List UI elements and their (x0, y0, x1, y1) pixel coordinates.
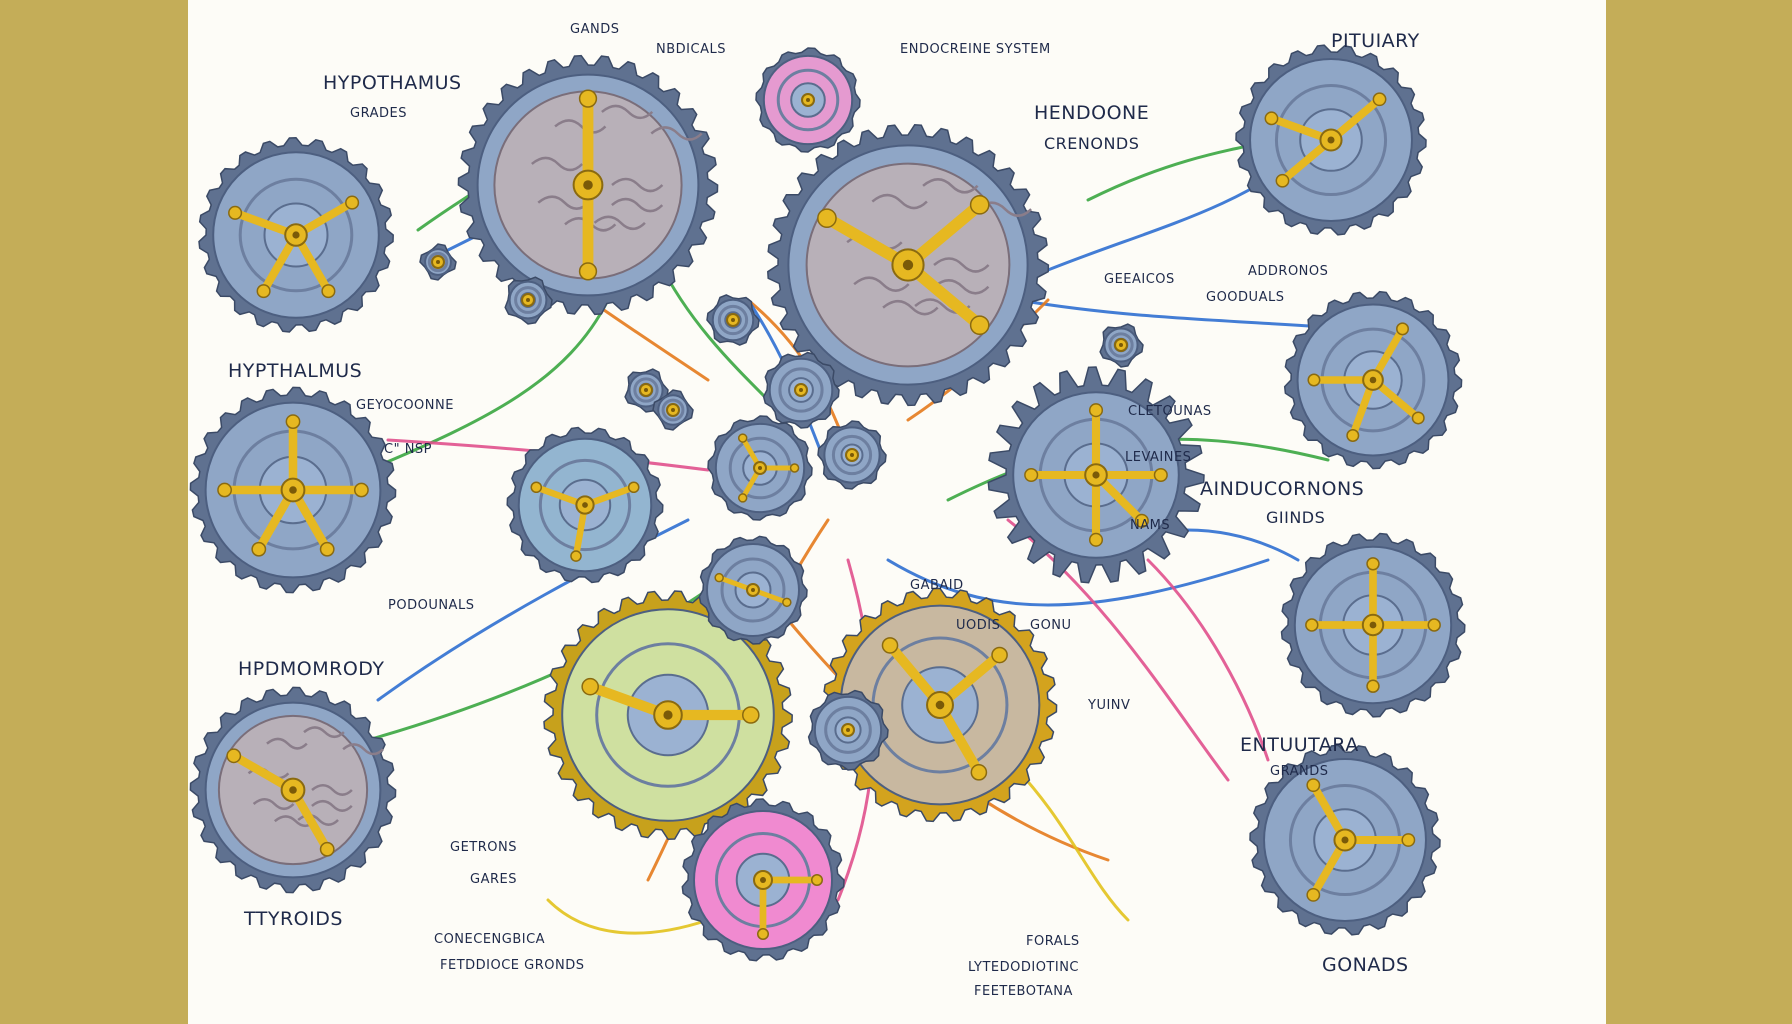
label-gabaid: GABAID (910, 578, 964, 593)
gear-icon (706, 294, 760, 346)
gear-icon (1283, 290, 1463, 470)
label-conengenicia: CONECENGBICA (434, 932, 546, 947)
gear-icon (755, 47, 861, 153)
gear-icon (987, 366, 1205, 584)
label-levaines: LEVAINES (1125, 450, 1192, 465)
right-frame (1606, 0, 1792, 1024)
label-hendoone: HENDOONE (1034, 102, 1150, 124)
label-aindocornons: AINDUCORNONS (1200, 478, 1365, 500)
gear-icon (504, 276, 553, 325)
label-grands: GRANDS (1270, 764, 1329, 779)
label-nams: NAMS (1130, 518, 1171, 533)
label-nbdicals: NBDICALS (656, 42, 726, 57)
label-hypthalmus: HYPTHALMUS (228, 360, 363, 382)
left-frame (0, 0, 188, 1024)
gear-icon (707, 415, 813, 521)
gear-icon (506, 426, 664, 584)
gear-icon (652, 389, 694, 431)
endocrine-diagram: GANDS NBDICALS ENDOCREINE SYSTEM PITUIAR… (188, 0, 1606, 1024)
label-pituitary: PITUIARY (1331, 30, 1420, 52)
gear-icon (457, 54, 719, 316)
gear-icon (762, 351, 840, 429)
label-getrons: GETRONS (450, 840, 517, 855)
label-addronos: ADDRONOS (1248, 264, 1329, 279)
gear-icon (1099, 323, 1144, 368)
label-hypothamus: HYPOTHAMUS (323, 72, 462, 94)
gear-icon (1249, 744, 1441, 936)
label-ttyroids: TTYROIDS (244, 908, 343, 930)
label-cletounas: CLETOUNAS (1128, 404, 1212, 419)
label-gonu: GONU (1030, 618, 1072, 633)
gear-icon (698, 535, 808, 645)
gear-icon (822, 587, 1058, 823)
label-forals: FORALS (1026, 934, 1080, 949)
label-gands-top: GANDS (570, 22, 620, 37)
gear-icon (1280, 532, 1466, 718)
label-cnsp: C" NSP (384, 442, 433, 457)
label-feetebotana: FEETEBOTANA (974, 984, 1073, 999)
label-geyocoonne: GEYOCOONNE (356, 398, 454, 413)
label-grades: GRADES (350, 106, 407, 121)
label-fetddioce: FETDDIOCE GRONDS (440, 958, 585, 973)
gear-icon (189, 686, 397, 894)
gear-icon (198, 137, 394, 333)
label-glinds: GIINDS (1266, 508, 1326, 527)
label-endocrine-system: ENDOCREINE SYSTEM (900, 42, 1051, 57)
label-gooduals: GOODUALS (1206, 290, 1285, 305)
lever-icon (217, 414, 369, 557)
label-hpdmomrody: HPDMOMRODY (238, 658, 385, 680)
label-geeaicos: GEEAICOS (1104, 272, 1175, 287)
label-gonads: GONADS (1322, 954, 1409, 976)
gear-icon (1235, 44, 1427, 236)
gears (189, 44, 1466, 962)
gear-icon (189, 386, 397, 594)
diagram-svg (189, 44, 1466, 962)
gear-icon (681, 798, 845, 962)
label-lytedodiotinc: LYTEDODIOTINC (968, 960, 1080, 975)
gear-icon (807, 689, 889, 771)
label-uodis: UODIS (956, 618, 1001, 633)
gear-icon (817, 420, 887, 490)
gear-icon (543, 590, 793, 840)
label-gares: GARES (470, 872, 517, 887)
label-podounals: PODOUNALS (388, 598, 475, 613)
gear-icon (767, 124, 1050, 407)
gear-icon (419, 243, 457, 281)
label-crenonds: CRENONDS (1044, 134, 1140, 153)
label-entuutara: ENTUUTARA (1240, 734, 1359, 756)
label-yuinv: YUINV (1088, 698, 1131, 713)
